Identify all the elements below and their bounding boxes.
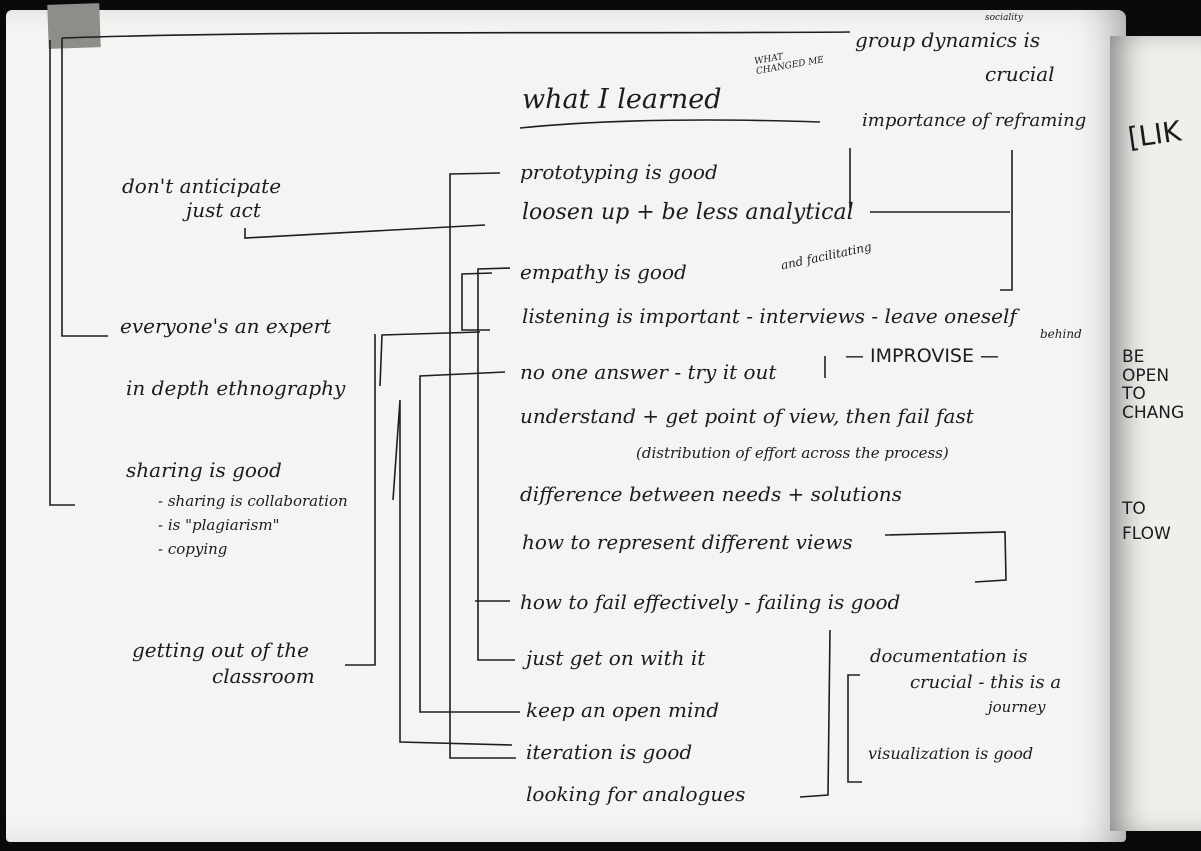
item-represent: how to represent different views — [522, 530, 853, 554]
sharing-is-good: sharing is good — [126, 458, 282, 482]
item-no-one-answer: no one answer - try it out — [520, 360, 777, 384]
sharing-sub-2: - is "plagiarism" — [158, 516, 280, 534]
connector-classroom — [345, 334, 376, 666]
connector-empathy-just-get-on — [477, 267, 515, 661]
improvise-label: — IMPROVISE — — [845, 345, 1000, 367]
everyones-expert: everyone's an expert — [120, 314, 332, 338]
title-underline — [519, 119, 821, 129]
to-flow-block: TO FLOW — [1122, 500, 1171, 543]
bracket-documentation — [847, 674, 862, 783]
be-open-block: BE OPEN TO CHANG — [1122, 348, 1184, 423]
connector-dont-anticipate — [244, 224, 486, 239]
sharing-sub-1: - sharing is collaboration — [158, 492, 348, 510]
visualization-note: visualization is good — [868, 744, 1034, 763]
top-border-line — [61, 31, 851, 39]
documentation-line2: crucial - this is a — [910, 672, 1062, 693]
left-notebook-page — [6, 10, 1126, 842]
connector-sharing — [392, 399, 513, 746]
item-open-mind: keep an open mind — [526, 698, 720, 722]
dont-anticipate-line1: don't anticipate — [122, 174, 282, 198]
page-title: what I learned — [522, 84, 722, 115]
connector-ethnography — [379, 331, 481, 387]
item-difference: difference between needs + solutions — [520, 482, 902, 506]
item-loosen-up: loosen up + be less analytical — [522, 200, 854, 225]
reframing-note: importance of reframing — [862, 110, 1087, 131]
item-distribution: (distribution of effort across the proce… — [636, 444, 949, 462]
line-analogues — [799, 629, 831, 798]
in-depth-ethnography: in depth ethnography — [126, 376, 346, 400]
be-open-line: CHANG — [1122, 403, 1185, 424]
be-open-line: OPEN — [1122, 365, 1170, 386]
line-different-views — [884, 531, 1007, 583]
item-understand: understand + get point of view, then fai… — [520, 404, 974, 428]
sharing-sub-3: - copying — [158, 540, 228, 558]
be-open-line: BE — [1122, 347, 1145, 367]
dont-anticipate-line2: just act — [186, 198, 261, 222]
documentation-line1: documentation is — [870, 646, 1028, 667]
item-prototyping: prototyping is good — [520, 160, 718, 184]
item-analogues: looking for analogues — [526, 782, 746, 806]
item-just-get-on: just get on with it — [526, 646, 706, 670]
bracket-reframing-right — [1000, 150, 1013, 291]
connector-no-one-answer — [419, 371, 520, 713]
connector-empathy — [461, 272, 493, 331]
to-flow-line: TO — [1122, 499, 1146, 519]
right-notebook-page — [1110, 36, 1201, 831]
documentation-line3: journey — [988, 698, 1046, 716]
group-dynamics-line1: group dynamics is — [855, 28, 1041, 52]
connector-prototyping — [449, 172, 516, 759]
be-open-line: TO — [1122, 384, 1146, 405]
to-flow-line: FLOW — [1122, 523, 1171, 544]
item-fail-effectively: how to fail effectively - failing is goo… — [520, 590, 901, 614]
left-bracket-upper — [61, 38, 108, 337]
classroom-line2: classroom — [212, 664, 315, 688]
classroom-line1: getting out of the — [132, 638, 310, 662]
behind-note: behind — [1040, 327, 1082, 341]
left-bracket-lower — [49, 40, 75, 506]
sociality-note: sociality — [985, 13, 1023, 23]
item-empathy: empathy is good — [520, 260, 687, 284]
item-listening: listening is important - interviews - le… — [522, 304, 1017, 328]
group-dynamics-line2: crucial — [985, 62, 1055, 86]
item-iteration: iteration is good — [526, 740, 693, 764]
